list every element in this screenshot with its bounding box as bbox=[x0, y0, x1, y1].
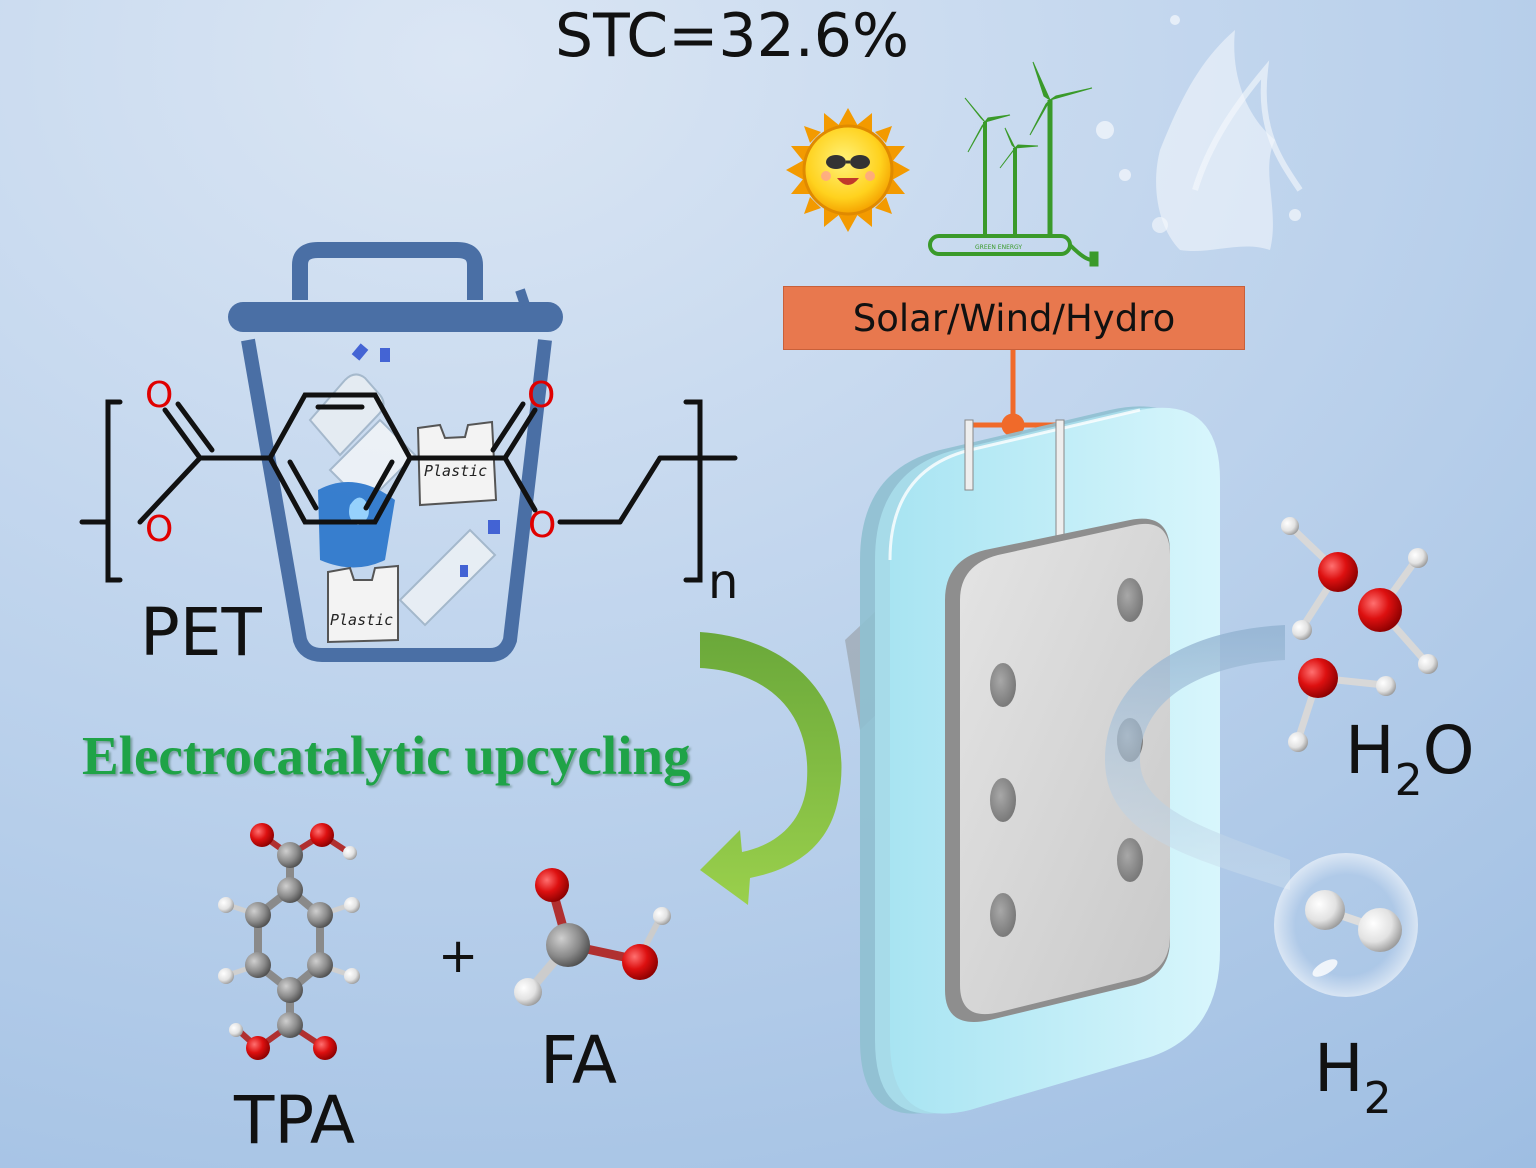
hydrogen-label-h: H bbox=[1314, 1030, 1364, 1107]
stc-efficiency-title: STC=32.6% bbox=[555, 1, 909, 71]
pet-structure bbox=[79, 392, 738, 583]
repeat-unit-label: n bbox=[708, 554, 739, 610]
water-label-h: H bbox=[1345, 712, 1395, 789]
water-label-o: O bbox=[1422, 712, 1475, 789]
tpa-molecule bbox=[218, 823, 360, 1060]
energy-source-box: Solar/Wind/Hydro bbox=[783, 286, 1245, 350]
trash-bin-icon: Plastic Plastic bbox=[228, 242, 563, 662]
plastic-tag-1: Plastic bbox=[424, 462, 487, 480]
hydrogen-label: H2 bbox=[1314, 1036, 1392, 1121]
green-energy-tag: GREEN ENERGY bbox=[975, 244, 1022, 251]
water-label-sub: 2 bbox=[1394, 755, 1423, 806]
plus-sign: + bbox=[438, 928, 479, 984]
pet-label: PET bbox=[140, 594, 262, 671]
oxygen-atom-label: O bbox=[527, 375, 556, 416]
water-flow-band bbox=[1105, 625, 1290, 890]
electrolyzer-cell-icon bbox=[845, 406, 1220, 1114]
water-splash-icon bbox=[1096, 15, 1303, 252]
upcycling-arrow bbox=[700, 632, 842, 905]
plastic-tag-2: Plastic bbox=[330, 611, 393, 629]
oxygen-atom-label: O bbox=[528, 505, 557, 546]
hydrogen-label-sub: 2 bbox=[1363, 1073, 1392, 1124]
sun-icon bbox=[786, 108, 910, 232]
process-label: Electrocatalytic upcycling bbox=[82, 725, 691, 786]
oxygen-atom-label: O bbox=[145, 375, 174, 416]
oxygen-atom-label: O bbox=[145, 509, 174, 550]
tpa-label: TPA bbox=[234, 1082, 356, 1159]
fa-molecule bbox=[514, 868, 671, 1006]
hydrogen-bubble bbox=[1274, 853, 1418, 997]
wind-turbine-icon bbox=[928, 61, 1099, 267]
fa-label: FA bbox=[540, 1022, 618, 1099]
water-label: H2O bbox=[1345, 718, 1475, 803]
power-wire bbox=[968, 348, 1060, 437]
water-molecules bbox=[1281, 517, 1438, 752]
